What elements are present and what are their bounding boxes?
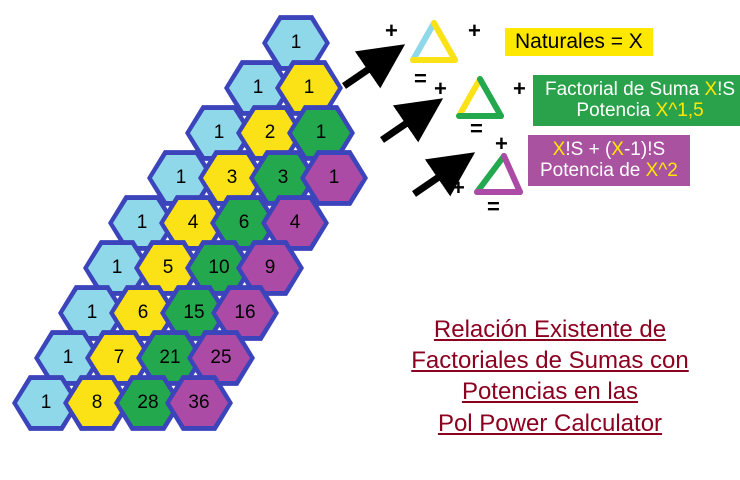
- hexagon-cell: 9: [236, 239, 304, 297]
- label-factorial-line2-suffix: ^1,5: [668, 100, 704, 122]
- hexagon-fill-purple: [170, 379, 228, 427]
- hexagon-value: 25: [210, 347, 232, 368]
- arrow-to-triangle-2: [380, 98, 444, 143]
- plus-sign-left-1: +: [385, 18, 398, 43]
- label-factorial-line1: Factorial de Suma X!S: [545, 79, 735, 100]
- label-potencia-x2: X!S + (X-1)!S Potencia de X^2: [528, 135, 690, 186]
- plus-sign-right-1: +: [468, 18, 481, 43]
- label-potencia-line2: Potencia de X^2: [540, 160, 678, 181]
- hexagon-value: 8: [91, 392, 103, 413]
- label-factorial-line1-prefix: Factorial de Suma: [545, 79, 705, 100]
- figure-title-text: Pol Power Calculator: [437, 409, 663, 437]
- label-potencia-line1-x2: X: [611, 139, 624, 160]
- hexagon-value: 3: [277, 167, 289, 188]
- hexagon-cell: 1: [300, 149, 368, 207]
- label-factorial-line2-prefix: Potencia: [576, 100, 656, 122]
- equals-sign-2: =: [470, 116, 483, 141]
- hexagon-fill-purple: [192, 334, 250, 382]
- figure-title: Relación Existente de Factoriales de Suma…: [370, 314, 730, 439]
- label-potencia-line1-x1: X: [552, 139, 566, 160]
- figure-title-line: Potencias en las: [370, 376, 730, 407]
- hexagon-row: 1 8 28 36: [12, 374, 233, 431]
- plus-sign-left-3: +: [452, 175, 465, 200]
- hexagon-value: 4: [289, 212, 301, 233]
- label-potencia-line2-prefix: Potencia de: [540, 160, 646, 182]
- figure-title-text: Relación Existente de: [433, 316, 667, 343]
- hexagon-value: 36: [188, 392, 210, 413]
- figure-title-text: Factoriales de Sumas con: [411, 347, 689, 375]
- hexagon-value: 9: [264, 257, 276, 278]
- hexagon-value: 1: [111, 257, 123, 278]
- triangle-yellow-green: [456, 76, 504, 119]
- hexagon-cell: 16: [211, 284, 279, 342]
- equals-sign-1: =: [414, 66, 427, 91]
- hexagon-value: 1: [252, 77, 264, 98]
- label-potencia-line1-end: -1)!S: [623, 139, 666, 160]
- figure-title-line: Factoriales de Sumas con: [370, 345, 730, 376]
- label-factorial-line2: Potencia X^1,5: [545, 100, 735, 121]
- triangle-blue-yellow: [410, 20, 458, 63]
- hexagon-value: 1: [86, 302, 98, 323]
- hexagon-value: 6: [137, 302, 149, 323]
- hexagon-value: 28: [137, 392, 159, 413]
- hexagon-value: 1: [213, 122, 225, 143]
- hexagon-value: 1: [62, 347, 74, 368]
- figure-title-line: Relación Existente de: [370, 314, 730, 345]
- hexagon-row: 1 5 10 9: [83, 239, 304, 297]
- label-factorial-line1-x: X: [704, 79, 718, 100]
- hexagon-value: 1: [175, 167, 187, 188]
- hexagon-value: 1: [328, 167, 340, 188]
- hexagon-value: 6: [238, 212, 250, 233]
- label-factorial-de-suma: Factorial de Suma X!S Potencia X^1,5: [533, 75, 740, 126]
- label-potencia-line2-x: X: [645, 160, 659, 182]
- arrow-to-triangle-1: [342, 44, 406, 89]
- triangle-green-purple: [474, 153, 523, 195]
- arrow-to-triangle-3: [412, 152, 476, 197]
- label-naturales-text: Naturales = X: [515, 30, 643, 53]
- plus-sign-top-3: +: [495, 131, 508, 156]
- figure-title-text: Potencias en las: [461, 378, 639, 406]
- plus-sign-left-2: +: [434, 76, 447, 101]
- hexagon-value: 1: [303, 77, 315, 98]
- equals-sign-3: =: [487, 194, 500, 219]
- hexagon-value: 3: [226, 167, 238, 188]
- hexagon-value: 2: [264, 122, 276, 143]
- hexagon-value: 15: [183, 302, 205, 323]
- hexagon-cell: 15: [160, 284, 228, 342]
- hexagon-value: 1: [315, 122, 327, 143]
- hexagon-value: 1: [136, 212, 148, 233]
- hexagon-value: 7: [113, 347, 125, 368]
- hexagon-value: 1: [40, 392, 52, 413]
- label-factorial-line1-suffix: !S: [717, 79, 736, 100]
- label-potencia-line1: X!S + (X-1)!S: [540, 139, 678, 160]
- hexagon-cell: 1: [83, 239, 151, 297]
- label-potencia-line2-suffix: ^2: [658, 160, 678, 182]
- figure-title-line: Pol Power Calculator: [370, 408, 730, 439]
- hexagon-value: 16: [234, 302, 256, 323]
- label-naturales: Naturales = X: [505, 28, 653, 56]
- hexagon-value: 10: [208, 257, 230, 278]
- hexagon-value: 4: [187, 212, 199, 233]
- plus-sign-right-2: +: [513, 76, 526, 101]
- label-potencia-line1-mid: !S + (: [565, 139, 612, 160]
- hexagon-value: 1: [290, 32, 302, 53]
- hexagon-cell: 36: [165, 374, 233, 432]
- hexagon-value: 21: [159, 347, 181, 368]
- label-factorial-line2-x: X: [655, 100, 669, 122]
- hexagon-value: 5: [162, 257, 174, 278]
